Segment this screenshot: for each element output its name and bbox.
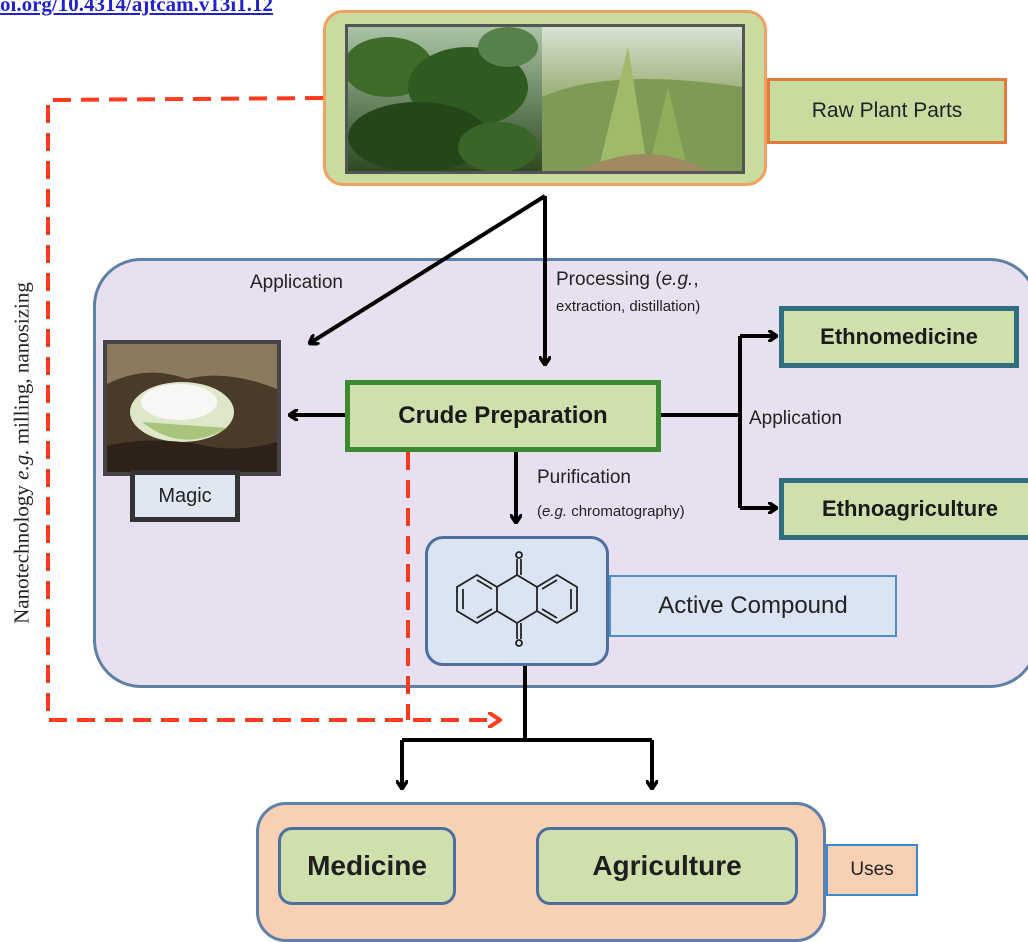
magic-photo xyxy=(103,340,281,476)
nanotech-dashed-path xyxy=(46,96,500,720)
agriculture-box: Agriculture xyxy=(536,827,798,905)
raw-plant-parts-label: Raw Plant Parts xyxy=(767,78,1007,144)
edge-label-purification-line2: (e.g. chromatography) xyxy=(537,503,685,520)
ethnoagriculture-box: Ethnoagriculture xyxy=(779,478,1028,540)
magic-label: Magic xyxy=(130,470,240,522)
arrow-application-to-magic xyxy=(310,194,547,343)
raw-plant-photo xyxy=(345,24,745,174)
edge-label-purification-line1: Purification xyxy=(537,467,631,488)
active-compound-label: Active Compound xyxy=(609,575,897,637)
medicine-box: Medicine xyxy=(278,827,456,905)
ethnomedicine-box: Ethnomedicine xyxy=(779,306,1019,368)
edge-label-processing-line2: extraction, distillation) xyxy=(556,298,701,315)
edge-label-application-top: Application xyxy=(250,272,343,293)
uses-label: Uses xyxy=(826,844,918,896)
crude-preparation-box: Crude Preparation xyxy=(345,380,661,452)
active-compound-box xyxy=(425,536,609,666)
nanotechnology-label: Nanotechnology e.g. milling, nanosizing xyxy=(9,282,34,624)
doi-link[interactable]: oi.org/10.4314/ajtcam.v13i1.12 xyxy=(0,0,273,16)
anthraquinone-structure-icon xyxy=(456,551,578,647)
edge-label-processing-line1: Processing (e.g., xyxy=(556,269,699,290)
edge-label-application-right: Application xyxy=(749,408,842,429)
